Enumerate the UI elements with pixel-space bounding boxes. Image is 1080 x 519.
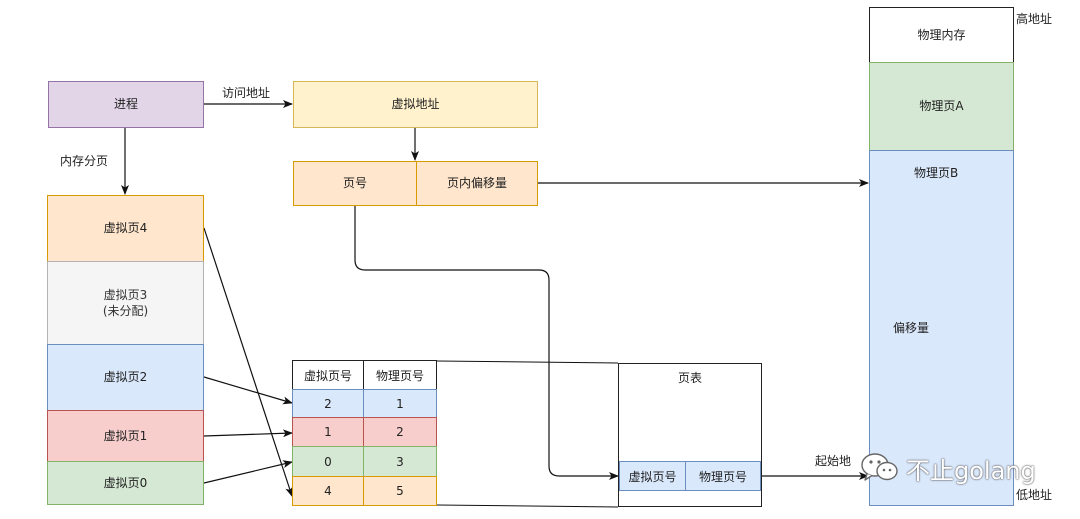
page-offset-label: 页内偏移量: [446, 176, 507, 191]
virtual-page-3-label: 虚拟页3 (未分配): [102, 287, 149, 318]
offset-label: 偏移量: [893, 321, 930, 335]
page-number-label: 页号: [342, 176, 367, 191]
mapping-cell: 2: [324, 396, 332, 411]
wechat-icon: [861, 453, 898, 481]
process-label: 进程: [113, 97, 138, 112]
zoom-guide-top: [436, 360, 619, 364]
physical-page-a: 物理页A: [869, 62, 1014, 151]
page-number-box: 页号: [293, 161, 417, 206]
virtual-address-label: 虚拟地址: [391, 97, 440, 112]
mapping-header-physical: 物理页号: [363, 360, 437, 390]
page-table-virtual-cell: 虚拟页号: [619, 461, 686, 491]
physical-page-b-label: 物理页B: [914, 166, 959, 180]
page-table-physical-label: 物理页号: [698, 469, 747, 484]
mapping-row-3-virtual: 4: [292, 476, 364, 506]
mapping-row-1-virtual: 1: [292, 417, 364, 447]
mapping-row-2-virtual: 0: [292, 446, 364, 477]
virtual-page-4: 虚拟页4: [47, 195, 204, 262]
virtual-page-4-label: 虚拟页4: [103, 221, 148, 236]
physical-memory-title: 物理内存: [917, 27, 966, 42]
mapping-row-0-virtual: 2: [292, 389, 364, 418]
virtual-page-1: 虚拟页1: [47, 410, 204, 462]
page-table-physical-cell: 物理页号: [685, 461, 761, 491]
mapping-header-virtual-label: 虚拟页号: [303, 368, 352, 383]
low-address-label: 低地址: [1016, 488, 1053, 502]
virtual-address-box: 虚拟地址: [293, 81, 538, 128]
mapping-cell: 1: [324, 425, 332, 439]
page-offset-box: 页内偏移量: [416, 161, 538, 206]
access-address-label: 访问地址: [222, 86, 271, 100]
virtual-page-2-label: 虚拟页2: [103, 370, 148, 385]
high-address-label: 高地址: [1016, 12, 1053, 26]
page-number-to-table-arrow: [354, 206, 619, 480]
mapping-cell: 0: [324, 454, 332, 469]
mapping-cell: 5: [396, 484, 404, 498]
mapping-row-3-physical: 5: [363, 476, 437, 506]
mapping-row-2-physical: 3: [363, 446, 437, 477]
virtual-page-0-label: 虚拟页0: [103, 475, 148, 490]
page4-mapping-arrow: [203, 227, 293, 497]
page-table-title: 页表: [678, 371, 703, 385]
virtual-page-1-label: 虚拟页1: [103, 428, 148, 443]
virtual-page-2: 虚拟页2: [47, 344, 204, 411]
physical-memory-header: 物理内存: [869, 7, 1014, 63]
watermark: 不止golang: [860, 448, 1036, 488]
mapping-header-physical-label: 物理页号: [375, 368, 424, 383]
mapping-cell: 3: [396, 454, 404, 469]
mapping-cell: 2: [396, 425, 404, 439]
page-table-virtual-label: 虚拟页号: [628, 469, 677, 484]
mapping-row-1-physical: 2: [363, 417, 437, 447]
memory-paging-label: 内存分页: [60, 154, 109, 168]
mapping-row-0-physical: 1: [363, 389, 437, 418]
mapping-header-virtual: 虚拟页号: [292, 360, 364, 390]
mapping-cell: 4: [324, 484, 332, 498]
zoom-guide-bottom: [436, 504, 619, 508]
page1-mapping-arrow: [203, 429, 293, 438]
watermark-text: 不止golang: [906, 456, 1036, 485]
process-box: 进程: [48, 81, 204, 128]
page0-mapping-arrow: [203, 460, 293, 484]
virtual-page-0: 虚拟页0: [47, 461, 204, 505]
mapping-cell: 1: [396, 396, 404, 411]
start-address-label: 起始地: [815, 454, 852, 468]
page2-mapping-arrow: [203, 376, 293, 405]
physical-page-a-label: 物理页A: [919, 99, 964, 114]
physical-page-b: [869, 150, 1014, 506]
virtual-page-3: 虚拟页3 (未分配): [47, 261, 204, 345]
